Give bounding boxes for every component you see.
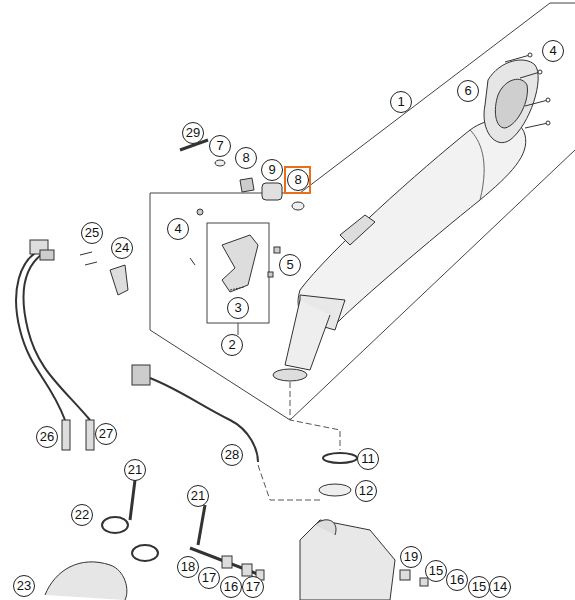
callout-number: 14 — [489, 576, 511, 598]
callout-number: 24 — [111, 237, 133, 259]
callout-number: 19 — [400, 546, 422, 568]
callout-number: 4 — [167, 218, 189, 240]
callout-number: 11 — [357, 448, 379, 470]
highlight-box — [285, 167, 310, 193]
callout-number: 8 — [287, 169, 309, 191]
callout-number: 15 — [468, 576, 490, 598]
callout-number: 4 — [542, 40, 564, 62]
muffler — [298, 119, 526, 328]
callout-number: 23 — [13, 575, 35, 597]
end-cap — [484, 60, 538, 143]
callout-number: 12 — [355, 480, 377, 502]
callout-number: 17 — [198, 567, 220, 589]
callout-number: 2 — [221, 334, 243, 356]
callout-number: 3 — [227, 297, 249, 319]
callout-number: 22 — [71, 504, 93, 526]
part-box — [207, 223, 269, 323]
callout-number: 7 — [209, 135, 231, 157]
callout-number: 5 — [279, 254, 301, 276]
callout-number: 18 — [177, 556, 199, 578]
callout-number: 27 — [95, 423, 117, 445]
callout-number: 25 — [81, 222, 103, 244]
callout-number: 16 — [446, 569, 468, 591]
callout-number: 17 — [242, 576, 264, 598]
callout-number: 15 — [425, 560, 447, 582]
callout-number: 21 — [124, 459, 146, 481]
callout-number: 28 — [221, 444, 243, 466]
callout-number: 26 — [36, 426, 58, 448]
callout-number: 1 — [390, 91, 412, 113]
callout-number: 6 — [457, 80, 479, 102]
callout-number: 29 — [182, 122, 204, 144]
callout-number: 9 — [261, 159, 283, 181]
callout-number: 21 — [187, 485, 209, 507]
callout-number: 16 — [220, 576, 242, 598]
callout-number: 8 — [235, 147, 257, 169]
